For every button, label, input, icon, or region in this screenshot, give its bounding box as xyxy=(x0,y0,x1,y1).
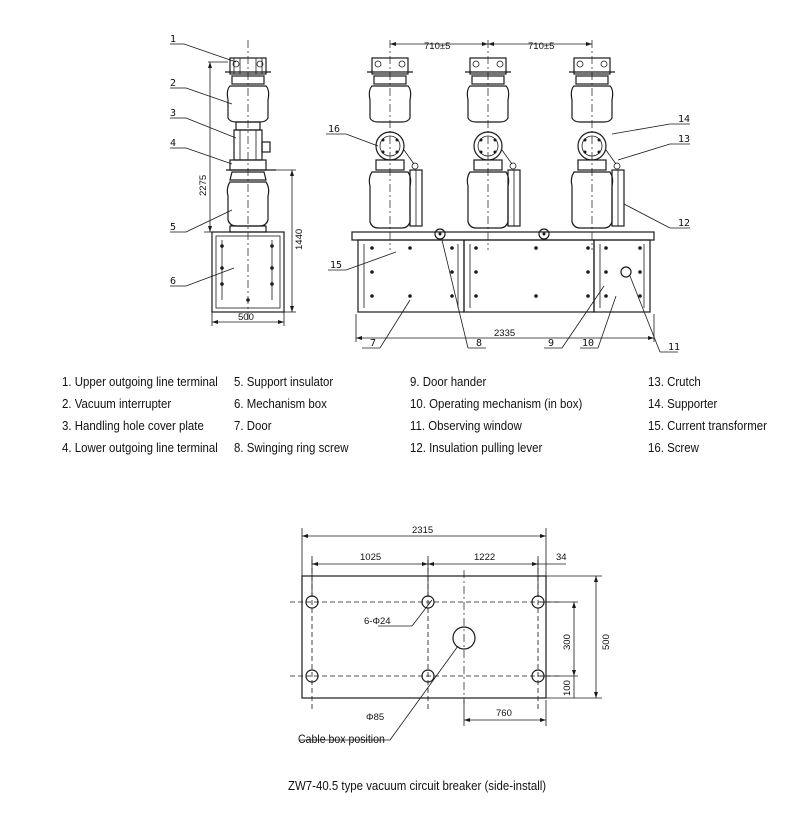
callout-4: 4 xyxy=(170,138,176,149)
legend-item: 6. Mechanism box xyxy=(234,396,327,411)
cable-box-label: Cable box position xyxy=(298,732,385,746)
callout-5: 5 xyxy=(170,222,176,233)
observing-window-icon xyxy=(620,266,632,278)
callout-1: 1 xyxy=(170,34,176,45)
mounting-hole-icon xyxy=(305,669,319,683)
legend-item: 3. Handling hole cover plate xyxy=(62,418,204,433)
dim-holes: 6-Φ24 xyxy=(364,616,391,627)
legend-item: 16. Screw xyxy=(648,440,699,455)
legend-item: 12. Insulation pulling lever xyxy=(410,440,543,455)
dim-front-width: 2335 xyxy=(494,328,515,339)
pole-right xyxy=(569,40,625,250)
pole-left xyxy=(367,40,423,250)
callout-12: 12 xyxy=(678,218,690,229)
dim-height-box: 1440 xyxy=(294,229,305,250)
dim-pitch-left: 710±5 xyxy=(424,41,450,52)
legend-item: 13. Crutch xyxy=(648,374,701,389)
dim-plan-edge: 100 xyxy=(562,680,573,696)
dim-plan-left: 1025 xyxy=(360,552,381,563)
legend-item: 1. Upper outgoing line terminal xyxy=(62,374,218,389)
legend-item: 7. Door xyxy=(234,418,272,433)
mounting-hole-icon xyxy=(421,669,435,683)
figure-caption: ZW7-40.5 type vacuum circuit breaker (si… xyxy=(288,778,547,793)
callout-8: 8 xyxy=(476,338,482,349)
pole-middle xyxy=(465,40,521,250)
dim-plan-width: 2315 xyxy=(412,525,433,536)
callout-10: 10 xyxy=(582,338,594,349)
callout-9: 9 xyxy=(548,338,554,349)
dim-plan-hole-spacing: 300 xyxy=(562,634,573,650)
legend-item: 4. Lower outgoing line terminal xyxy=(62,440,218,455)
dim-plan-cable-offset: 760 xyxy=(496,708,512,719)
legend-item: 15. Current transformer xyxy=(648,418,767,433)
callout-6: 6 xyxy=(170,276,176,287)
callout-16: 16 xyxy=(328,124,340,135)
legend-item: 5. Support insulator xyxy=(234,374,334,389)
legend-item: 8. Swinging ring screw xyxy=(234,440,349,455)
callout-14: 14 xyxy=(678,114,690,125)
dim-plan-mid: 1222 xyxy=(474,552,495,563)
callout-15: 15 xyxy=(330,260,342,271)
callout-13: 13 xyxy=(678,134,690,145)
side-view xyxy=(170,40,296,326)
dim-height-total: 2275 xyxy=(198,175,209,196)
legend-item: 2. Vacuum interrupter xyxy=(62,396,172,411)
cable-hole-icon xyxy=(452,626,476,650)
legend-item: 14. Supporter xyxy=(648,396,718,411)
front-view xyxy=(326,40,690,353)
legend-item: 10. Operating mechanism (in box) xyxy=(410,396,583,411)
dim-plan-height: 500 xyxy=(601,634,612,650)
dim-side-width: 500 xyxy=(238,312,254,323)
legend-item: 9. Door hander xyxy=(410,374,487,389)
callout-2: 2 xyxy=(170,78,176,89)
callout-11: 11 xyxy=(668,342,680,353)
legend-item: 11. Observing window xyxy=(410,418,522,433)
plan-view xyxy=(290,528,602,741)
callout-7: 7 xyxy=(370,338,376,349)
dim-plan-offset: 34 xyxy=(556,552,567,563)
dim-pitch-right: 710±5 xyxy=(528,41,554,52)
dim-cable-hole: Φ85 xyxy=(366,712,384,723)
callout-3: 3 xyxy=(170,108,176,119)
